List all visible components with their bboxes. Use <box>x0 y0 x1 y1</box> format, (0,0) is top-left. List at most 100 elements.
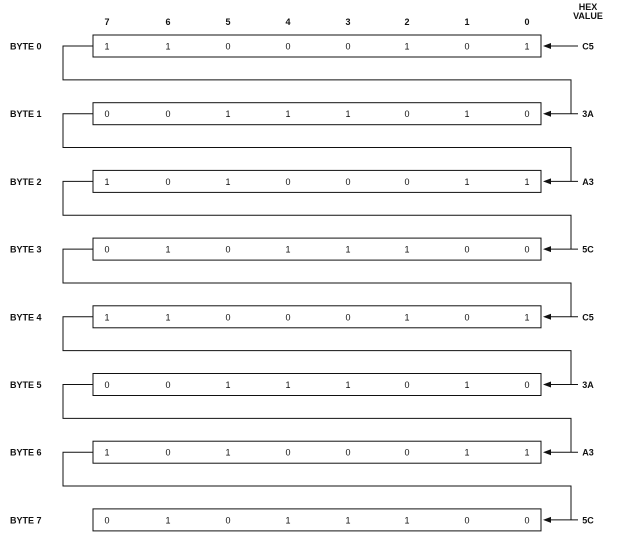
bit-value: 1 <box>345 245 350 255</box>
byte-register-box <box>92 102 542 126</box>
byte-register-box <box>92 34 542 58</box>
bit-value: 0 <box>345 448 350 458</box>
bit-value: 1 <box>404 42 409 52</box>
serpentine-connector <box>62 180 572 250</box>
arrow-head-icon <box>543 43 551 49</box>
bit-value: 0 <box>165 448 170 458</box>
serpentine-connector <box>62 316 572 385</box>
bit-value: 0 <box>464 245 469 255</box>
bit-value: 1 <box>404 245 409 255</box>
byte-label: BYTE 4 <box>10 312 42 322</box>
bit-value: 1 <box>104 448 109 458</box>
bit-value: 0 <box>225 42 230 52</box>
bit-position-label: 2 <box>404 17 409 27</box>
bit-value: 0 <box>524 515 529 525</box>
bit-value: 0 <box>225 245 230 255</box>
hex-value-heading: HEX <box>579 2 598 12</box>
bit-value: 1 <box>404 312 409 322</box>
bit-value: 1 <box>464 448 469 458</box>
bit-value: 0 <box>345 42 350 52</box>
byte-register-box <box>92 508 542 532</box>
bit-position-label: 1 <box>464 17 469 27</box>
bit-value: 1 <box>225 177 230 187</box>
bit-position-label: 3 <box>345 17 350 27</box>
serpentine-connector <box>62 45 572 114</box>
bit-value: 0 <box>404 380 409 390</box>
bit-value: 1 <box>345 515 350 525</box>
byte-label: BYTE 0 <box>10 42 42 52</box>
connectors <box>62 45 572 520</box>
bit-value: 0 <box>285 177 290 187</box>
bit-value: 1 <box>104 312 109 322</box>
bit-position-label: 5 <box>225 17 230 27</box>
byte-register-box <box>92 440 542 464</box>
bit-value: 1 <box>165 245 170 255</box>
bit-value: 1 <box>165 312 170 322</box>
arrow-head-icon <box>543 110 551 117</box>
bit-value: 1 <box>345 109 350 119</box>
bit-value: 1 <box>285 245 290 255</box>
bit-value: 0 <box>104 245 109 255</box>
bit-value: 1 <box>524 42 529 52</box>
bit-value: 1 <box>165 42 170 52</box>
bit-value: 0 <box>345 177 350 187</box>
arrow-head-icon <box>543 313 551 320</box>
arrow-head-icon <box>543 246 551 253</box>
byte-label: BYTE 3 <box>10 245 42 255</box>
byte-register-box <box>92 305 542 329</box>
bit-value: 1 <box>524 312 529 322</box>
bit-value: 1 <box>165 515 170 525</box>
bit-value: 1 <box>225 109 230 119</box>
hex-value: 5C <box>582 245 594 255</box>
bit-value: 0 <box>404 448 409 458</box>
bit-value: 0 <box>285 312 290 322</box>
hex-value: A3 <box>582 177 594 187</box>
byte-register-box <box>92 237 542 261</box>
bit-value: 0 <box>524 109 529 119</box>
bit-value: 0 <box>165 177 170 187</box>
bit-value: 0 <box>285 448 290 458</box>
bit-value: 1 <box>104 42 109 52</box>
serpentine-connector <box>62 248 572 317</box>
hex-value: C5 <box>582 312 594 322</box>
bit-position-label: 6 <box>165 17 170 27</box>
bit-value: 1 <box>285 380 290 390</box>
byte-label: BYTE 6 <box>10 448 42 458</box>
byte-label: BYTE 5 <box>10 380 42 390</box>
bit-value: 1 <box>225 380 230 390</box>
bit-value: 0 <box>345 312 350 322</box>
bit-value: 0 <box>225 515 230 525</box>
serpentine-connector <box>62 384 572 453</box>
bit-value: 1 <box>464 177 469 187</box>
hex-value: 5C <box>582 515 594 525</box>
bit-value: 0 <box>404 177 409 187</box>
bit-position-label: 7 <box>104 17 109 27</box>
byte-register-box <box>92 373 542 396</box>
byte-register-box <box>92 169 542 193</box>
bit-value: 1 <box>285 515 290 525</box>
serpentine-connector <box>62 113 572 182</box>
byte-row: BYTE 4 1 1 0 0 0 1 0 1 C5 <box>10 305 594 329</box>
bit-value: 1 <box>104 177 109 187</box>
bit-position-label: 4 <box>285 17 290 27</box>
bit-value: 0 <box>165 109 170 119</box>
bit-position-label: 0 <box>524 17 529 27</box>
bit-value: 1 <box>345 380 350 390</box>
arrow-head-icon <box>543 516 551 523</box>
hex-value: 3A <box>582 380 594 390</box>
bit-value: 0 <box>464 312 469 322</box>
hex-value-heading: VALUE <box>573 11 603 21</box>
bit-value: 1 <box>464 109 469 119</box>
arrow-head-icon <box>543 178 551 185</box>
bit-value: 1 <box>524 448 529 458</box>
bit-value: 0 <box>225 312 230 322</box>
